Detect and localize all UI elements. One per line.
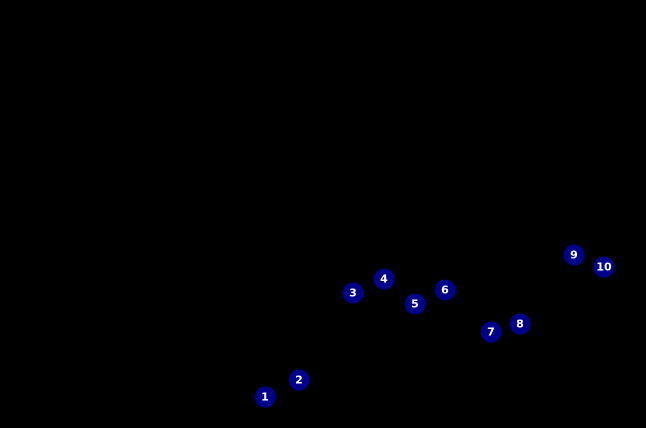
marker-6[interactable]: 6 bbox=[434, 279, 456, 301]
marker-9[interactable]: 9 bbox=[563, 244, 585, 266]
marker-10[interactable]: 10 bbox=[593, 256, 615, 278]
marker-8[interactable]: 8 bbox=[509, 313, 531, 335]
marker-3[interactable]: 3 bbox=[342, 282, 364, 304]
marker-7[interactable]: 7 bbox=[480, 321, 502, 343]
marker-5[interactable]: 5 bbox=[404, 293, 426, 315]
marker-4[interactable]: 4 bbox=[373, 268, 395, 290]
marker-2[interactable]: 2 bbox=[288, 369, 310, 391]
marker-1[interactable]: 1 bbox=[254, 386, 276, 408]
